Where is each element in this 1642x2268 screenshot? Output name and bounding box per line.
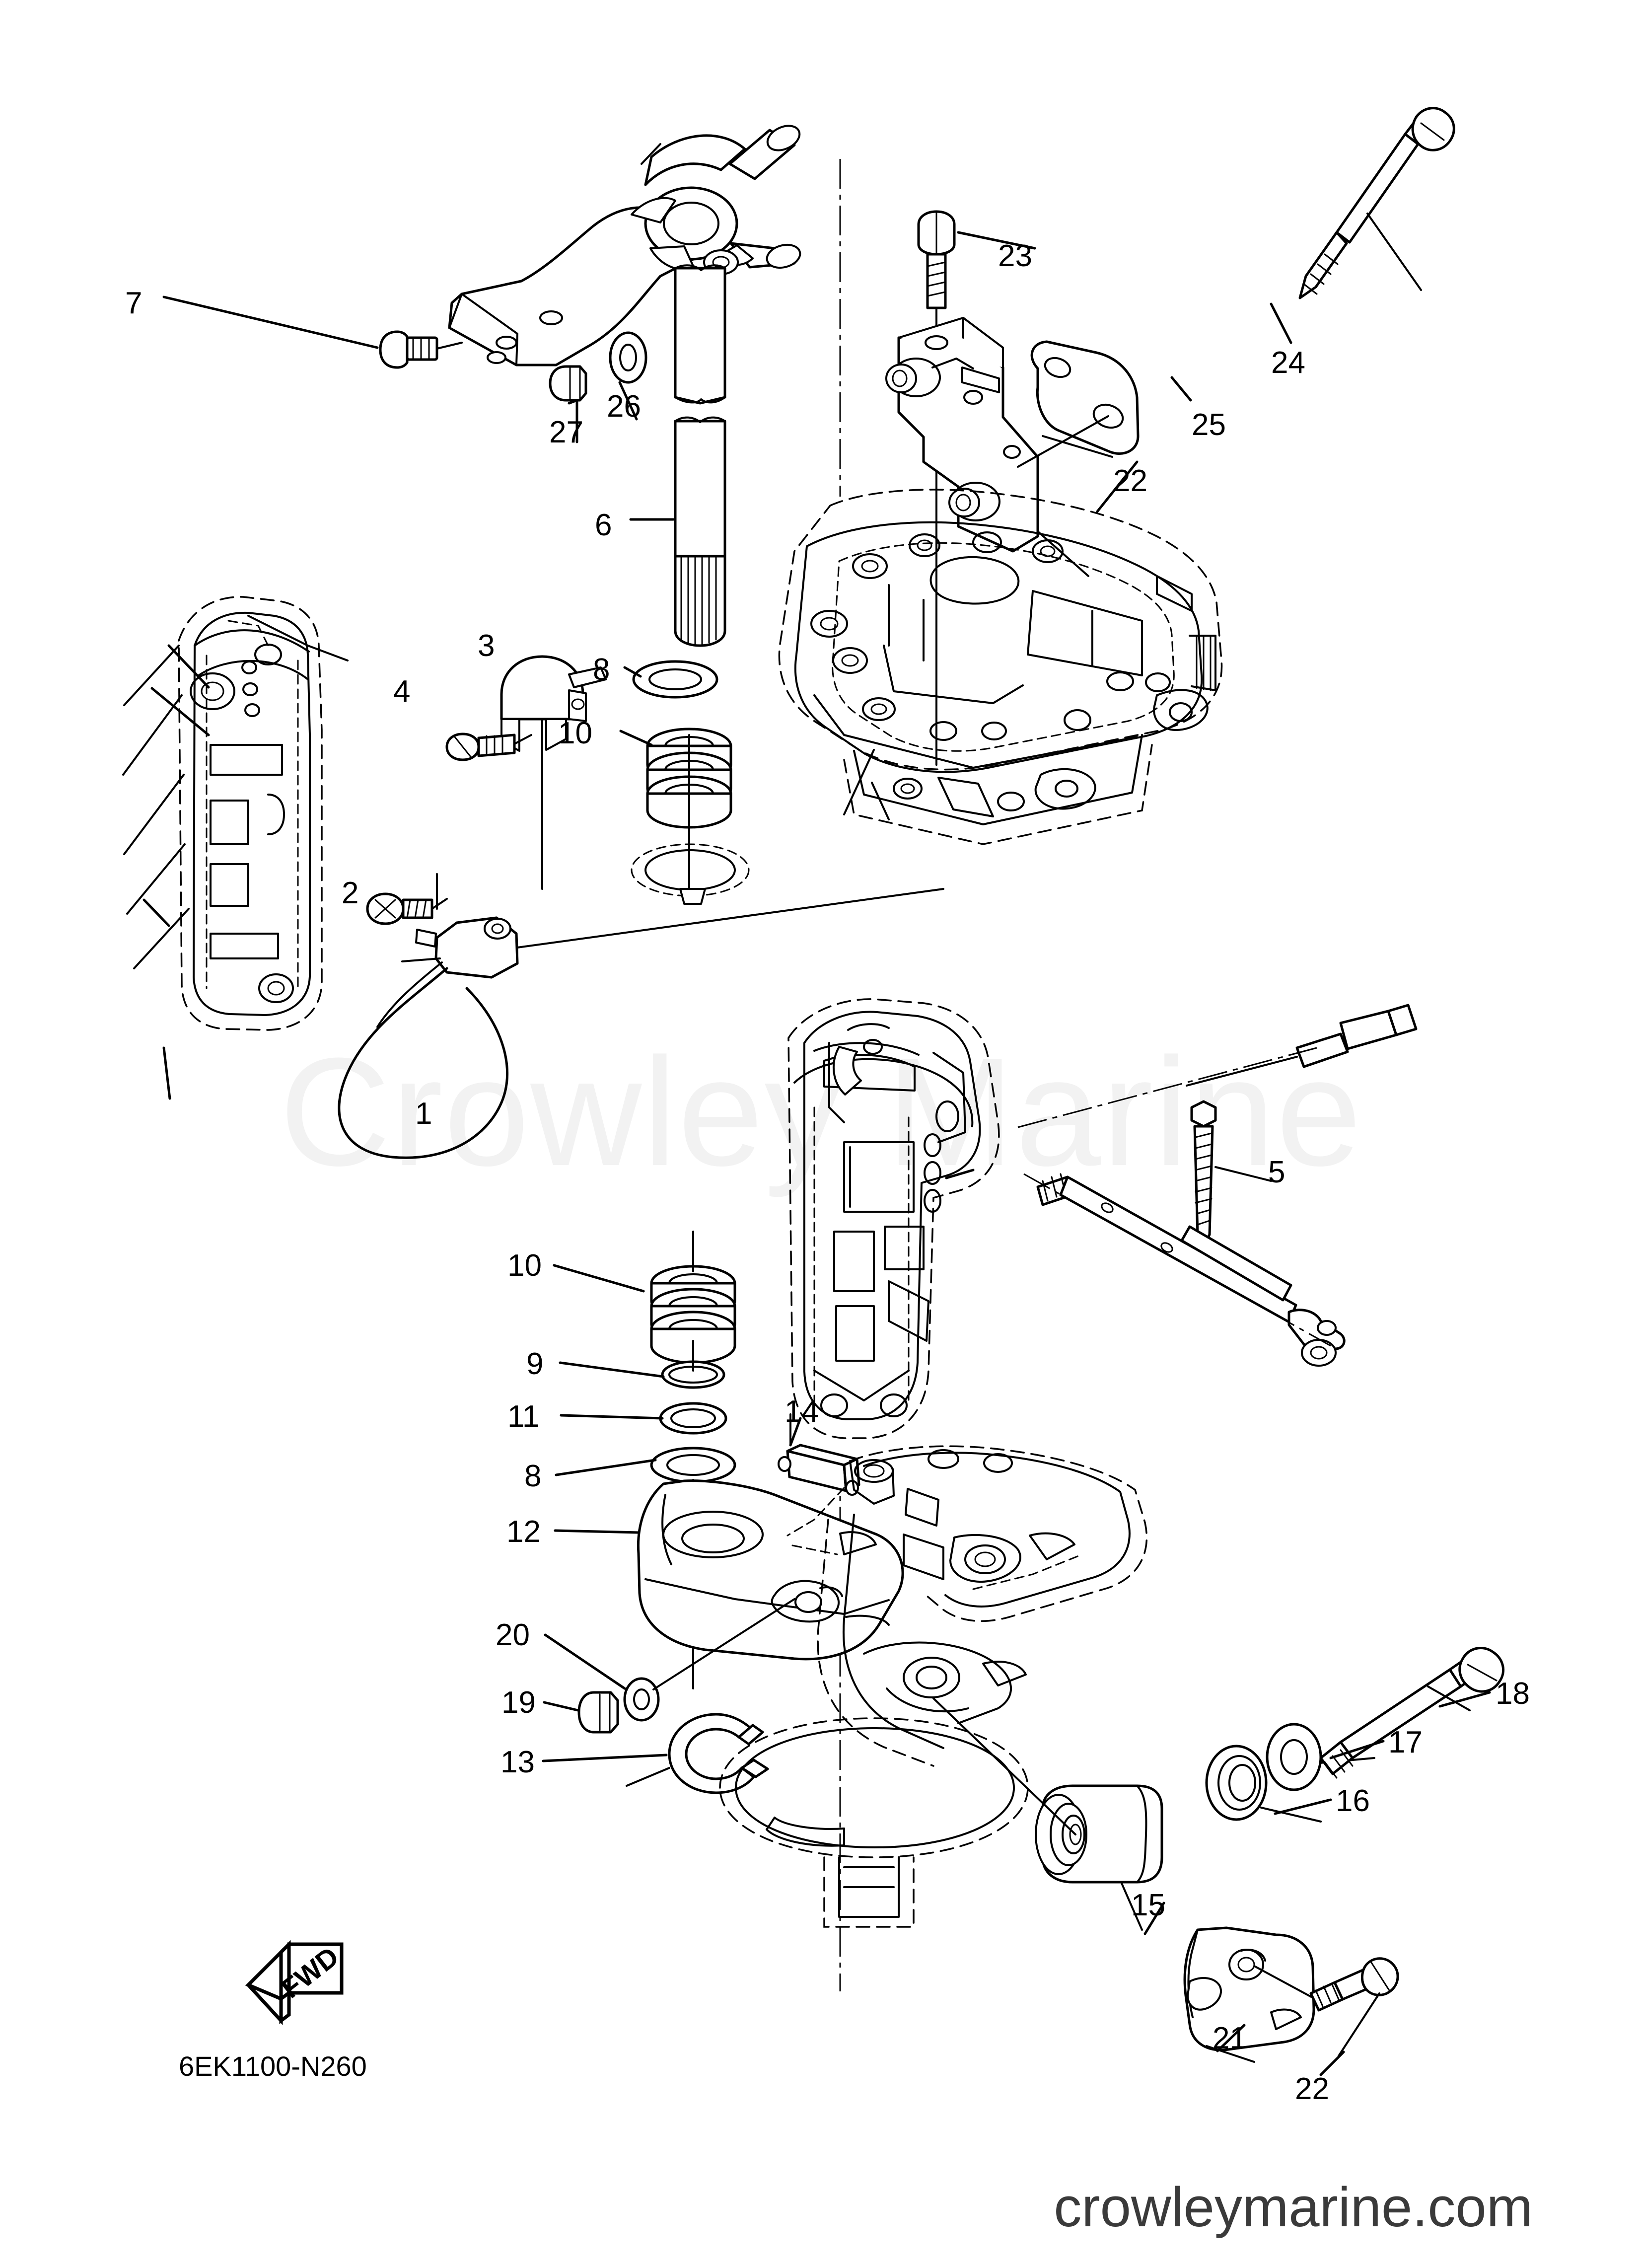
callout-13: 13 <box>500 1745 535 1779</box>
part-26-mount-plate <box>1017 340 1140 468</box>
callout-3: 3 <box>478 629 495 663</box>
callout-7: 7 <box>125 286 143 320</box>
upper-casing <box>778 489 1223 845</box>
part-19-nut <box>577 1691 619 1734</box>
swivel-bracket <box>787 998 1000 1439</box>
part-28-nut <box>549 365 587 402</box>
part-10-bushings-lower <box>650 1265 736 1364</box>
diagram-code: 6EK1100-N260 <box>179 2050 367 2082</box>
callout-12: 12 <box>506 1515 541 1549</box>
callout-22: 22 <box>1295 2072 1329 2106</box>
part-24-bolt <box>917 210 956 766</box>
callout-8-upper: 8 <box>593 653 610 687</box>
part-16-seal-washer <box>1205 1745 1322 1823</box>
callout-1: 1 <box>415 1097 432 1131</box>
callout-9: 9 <box>526 1347 544 1381</box>
part-27-washer <box>609 331 647 384</box>
site-footer: crowleymarine.com <box>1054 2176 1533 2238</box>
callout-8-lower: 8 <box>524 1459 542 1493</box>
part-23-trim-bracket <box>885 317 1089 577</box>
part-12-lower-bracket <box>637 1479 904 1661</box>
leader-lines <box>143 231 1491 2076</box>
callout-17: 17 <box>1388 1725 1423 1759</box>
part-20-washer-small <box>623 1598 795 1722</box>
trim-rod-assembly <box>1017 1004 1418 1128</box>
callout-6: 6 <box>595 508 612 542</box>
callout-18: 18 <box>1496 1677 1530 1711</box>
part-21-clamp-claw <box>1183 1926 1317 2063</box>
part-5-cable-tie <box>1190 1100 1272 1249</box>
lower-bushing-stack <box>650 1231 736 1689</box>
part-3-wire-clamp <box>500 655 607 890</box>
part-6-drive-shaft <box>674 264 726 647</box>
part-15-bushing-sleeve <box>932 1697 1163 1931</box>
lower-casing <box>719 1445 1148 1928</box>
part-25-long-bolt <box>1298 107 1455 299</box>
callout-25: 24 <box>1271 346 1305 380</box>
clamp-bracket-left <box>122 596 349 1031</box>
tilt-rod <box>1023 1173 1346 1367</box>
part-7-plug-bolt <box>379 330 463 369</box>
callout-20: 20 <box>496 1618 530 1652</box>
part-1-trim-sender <box>338 888 944 1159</box>
callout-5: 5 <box>1268 1155 1285 1189</box>
callout-14: 14 <box>785 1394 819 1429</box>
callout-4: 4 <box>393 674 411 709</box>
callout-16: 16 <box>1336 1784 1370 1818</box>
part-2-screw <box>366 873 448 925</box>
part-13-circlip <box>626 1713 769 1794</box>
callout-19: 19 <box>501 1685 536 1720</box>
callout-28: 27 <box>549 415 583 449</box>
callout-15: 15 <box>1131 1888 1165 1922</box>
part-10-bushings-upper <box>646 728 732 895</box>
part-22-short-bolt <box>1309 1957 1399 2057</box>
part-4-bolt <box>445 732 532 761</box>
callout-2: 2 <box>342 876 359 910</box>
part-18-through-bolt <box>1319 1647 1504 1779</box>
fwd-arrow-marker: FWD <box>245 1940 345 2025</box>
part-8-washer-upper <box>632 660 718 699</box>
callout-27: 26 <box>607 389 641 424</box>
callout-21: 21 <box>1213 2021 1247 2055</box>
callout-26: 25 <box>1192 408 1226 442</box>
callout-10-upper: 10 <box>558 716 592 750</box>
callout-23: 22 <box>1113 464 1147 498</box>
callout-11: 11 <box>507 1399 540 1434</box>
callout-24: 23 <box>998 239 1032 273</box>
steering-arm <box>448 125 801 366</box>
callout-10-lower: 10 <box>507 1248 542 1283</box>
